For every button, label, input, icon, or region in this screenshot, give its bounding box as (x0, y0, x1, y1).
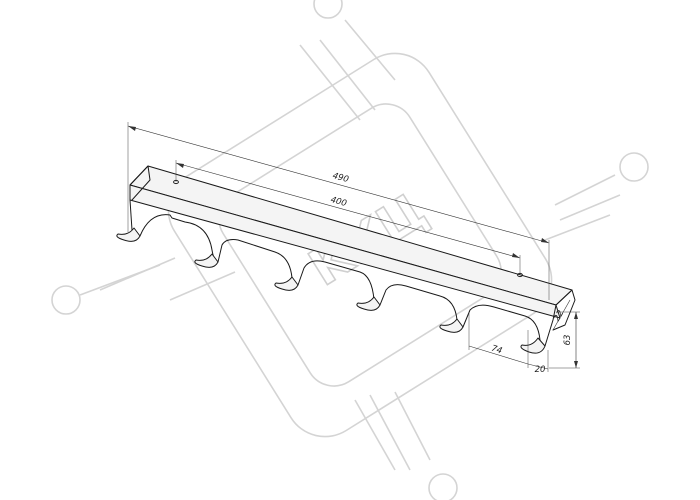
watermark-spoke-bottom-a (354, 399, 396, 471)
watermark-spoke-right-b (559, 194, 621, 221)
watermark-circle-right (619, 152, 649, 182)
watermark-spoke-bottom-c (394, 391, 431, 461)
hook-3 (274, 276, 299, 291)
watermark-spoke-left-b (99, 257, 176, 291)
dimensions: 490 400 74 20 63 22 (127, 122, 580, 375)
dimension-line-490 (127, 125, 550, 244)
arrow-63-bottom (574, 361, 578, 368)
watermark-diamond-outer (167, 52, 553, 438)
hook-6 (520, 337, 546, 354)
dimension-line-20 (527, 363, 549, 370)
hook-4 (356, 296, 381, 311)
hook-1 (116, 227, 141, 242)
dimension-line-400 (175, 162, 521, 259)
watermark-circle-left (51, 285, 81, 315)
watermark-diamond-inner (218, 103, 502, 387)
dimension-label-63: 63 (563, 335, 573, 346)
arrow-63-top (574, 312, 578, 319)
hook-tip (194, 253, 219, 268)
dimension-label-20: 20 (535, 365, 546, 375)
rail-top-face (129, 165, 573, 306)
arrow-490-left (128, 126, 136, 131)
watermark-spoke-top-c (344, 19, 396, 81)
rail-right-end (552, 289, 576, 331)
front-plate-outline (129, 184, 557, 347)
rail-left-end (129, 165, 151, 201)
hook-tip (439, 318, 464, 333)
dimension-line-74 (468, 345, 529, 365)
watermark-circle-top (313, 0, 343, 19)
hook-tip (116, 227, 141, 242)
watermark-circle-bottom (428, 473, 458, 500)
arrow-400-left (176, 163, 184, 168)
watermark-spoke-right-c (544, 214, 611, 241)
arrow-490-right (541, 238, 549, 243)
watermark-spoke-right-a (554, 174, 616, 206)
hook-5 (439, 318, 464, 333)
hook-tip (274, 276, 299, 291)
hook-tip (356, 296, 381, 311)
watermark-spoke-bottom-b (369, 394, 411, 471)
arrow-400-right (512, 253, 520, 258)
dimension-label-490: 490 (331, 171, 349, 185)
hook-2 (194, 253, 219, 268)
coat-rack (116, 165, 576, 354)
watermark-spoke-top-b (319, 39, 376, 111)
hook-tip (520, 337, 546, 354)
dimension-line-22 (552, 299, 571, 331)
dimension-label-74: 74 (490, 344, 503, 357)
dimension-label-22: 22 (552, 309, 566, 323)
watermark-spoke-left-c (169, 271, 236, 301)
dimension-label-400: 400 (329, 195, 347, 209)
watermark-spoke-top-a (299, 44, 361, 121)
